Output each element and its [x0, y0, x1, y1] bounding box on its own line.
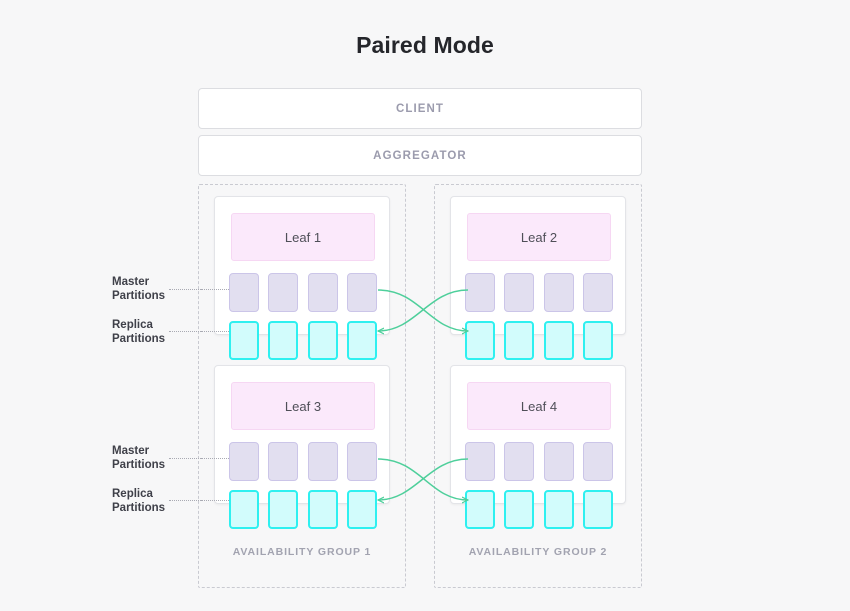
- master-partition[interactable]: [465, 442, 495, 481]
- replica-partition-row-leaf1: [229, 321, 377, 360]
- leader-line-master-top: [201, 289, 229, 290]
- label-replica-partitions-bottom: Replica Partitions: [112, 487, 198, 515]
- label-line-1: Master: [112, 445, 150, 457]
- replica-partition-row-leaf3: [229, 490, 377, 529]
- label-line-2: Partitions: [112, 459, 166, 471]
- master-partition[interactable]: [543, 273, 574, 312]
- label-line-2: Partitions: [112, 290, 166, 302]
- page-title: Paired Mode: [356, 32, 494, 58]
- node-client-label: CLIENT: [395, 102, 445, 115]
- leader-line-replica-bottom-outer: [169, 500, 203, 501]
- label-line-1: Replica: [112, 488, 153, 500]
- replica-partition[interactable]: [268, 490, 299, 529]
- replica-partition[interactable]: [229, 321, 259, 360]
- replica-partition-row-leaf2: [465, 321, 613, 360]
- master-partition[interactable]: [229, 442, 259, 481]
- leader-line-master-bottom: [201, 458, 229, 459]
- node-client[interactable]: CLIENT: [198, 88, 642, 129]
- master-partition[interactable]: [229, 273, 259, 312]
- node-aggregator[interactable]: AGGREGATOR: [198, 135, 642, 176]
- master-partition[interactable]: [346, 442, 377, 481]
- replica-partition[interactable]: [504, 490, 535, 529]
- master-partition[interactable]: [307, 273, 338, 312]
- label-master-partitions-bottom: Master Partitions: [112, 444, 198, 472]
- label-line-1: Replica: [112, 319, 153, 331]
- master-partition-row-leaf2: [465, 273, 613, 312]
- label-line-2: Partitions: [112, 333, 166, 345]
- master-partition[interactable]: [582, 442, 613, 481]
- leaf-label-leaf1: Leaf 1: [284, 229, 322, 245]
- master-partition-row-leaf3: [229, 442, 377, 481]
- availability-group-2: AVAILABILITY GROUP 2: [434, 184, 642, 588]
- master-partition-row-leaf1: [229, 273, 377, 312]
- replica-partition[interactable]: [582, 321, 613, 360]
- availability-group-2-label: AVAILABILITY GROUP 2: [468, 546, 608, 558]
- replica-partition-row-leaf4: [465, 490, 613, 529]
- replica-partition[interactable]: [307, 490, 338, 529]
- replica-partition[interactable]: [307, 321, 338, 360]
- replica-partition[interactable]: [346, 321, 377, 360]
- master-partition[interactable]: [346, 273, 377, 312]
- label-line-1: Master: [112, 276, 150, 288]
- leaf-card-leaf4[interactable]: Leaf 4: [450, 365, 626, 529]
- leader-line-replica-bottom: [201, 500, 229, 501]
- leaf-title-leaf1: Leaf 1: [231, 213, 375, 261]
- replica-partition[interactable]: [465, 490, 495, 529]
- leaf-card-leaf2[interactable]: Leaf 2: [450, 196, 626, 360]
- leaf-card-leaf3[interactable]: Leaf 3: [214, 365, 390, 529]
- replica-partition[interactable]: [543, 490, 574, 529]
- master-partition[interactable]: [582, 273, 613, 312]
- leader-line-replica-top: [201, 331, 229, 332]
- master-partition[interactable]: [268, 273, 299, 312]
- label-line-2: Partitions: [112, 502, 166, 514]
- leaf-title-leaf2: Leaf 2: [467, 213, 611, 261]
- replica-partition[interactable]: [543, 321, 574, 360]
- leader-line-replica-top-outer: [169, 331, 203, 332]
- replica-partition[interactable]: [346, 490, 377, 529]
- leader-line-master-top-outer: [169, 289, 203, 290]
- master-partition[interactable]: [268, 442, 299, 481]
- label-replica-partitions-top: Replica Partitions: [112, 318, 198, 346]
- master-partition[interactable]: [504, 273, 535, 312]
- leaf-card-leaf1[interactable]: Leaf 1: [214, 196, 390, 360]
- label-master-partitions-top: Master Partitions: [112, 275, 198, 303]
- availability-group-1: AVAILABILITY GROUP 1: [198, 184, 406, 588]
- master-partition[interactable]: [465, 273, 495, 312]
- node-aggregator-label: AGGREGATOR: [373, 149, 467, 162]
- leaf-label-leaf4: Leaf 4: [520, 398, 558, 414]
- replica-partition[interactable]: [504, 321, 535, 360]
- master-partition[interactable]: [307, 442, 338, 481]
- master-partition[interactable]: [504, 442, 535, 481]
- master-partition[interactable]: [543, 442, 574, 481]
- availability-group-1-label: AVAILABILITY GROUP 1: [232, 546, 372, 558]
- master-partition-row-leaf4: [465, 442, 613, 481]
- replica-partition[interactable]: [465, 321, 495, 360]
- replica-partition[interactable]: [582, 490, 613, 529]
- replica-partition[interactable]: [268, 321, 299, 360]
- leader-line-master-bottom-outer: [169, 458, 203, 459]
- replica-partition[interactable]: [229, 490, 259, 529]
- leaf-title-leaf4: Leaf 4: [467, 382, 611, 430]
- leaf-label-leaf2: Leaf 2: [520, 229, 558, 245]
- leaf-label-leaf3: Leaf 3: [284, 398, 322, 414]
- leaf-title-leaf3: Leaf 3: [231, 382, 375, 430]
